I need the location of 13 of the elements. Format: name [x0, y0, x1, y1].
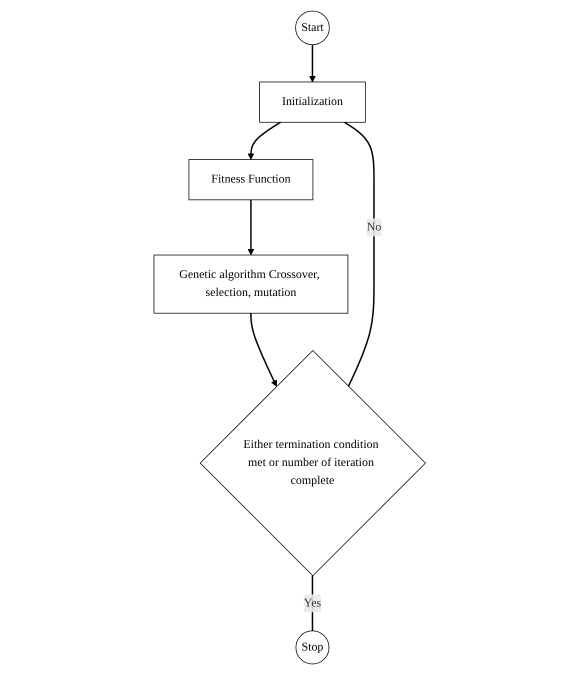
- edge-label: Yes: [304, 596, 322, 610]
- node-box: Genetic algorithm Crossover, selection, mutation: [154, 254, 349, 314]
- node-circle: Stop: [296, 630, 330, 664]
- node-box: Initialization: [260, 82, 366, 123]
- node-circle: Start: [296, 10, 330, 46]
- edge-label: No: [366, 220, 382, 234]
- node-box: Fitness Function: [188, 159, 314, 200]
- arrow: [248, 200, 254, 256]
- connector: [344, 122, 376, 387]
- node-diamond: Either termination condition met or number of iteration complete: [200, 350, 426, 576]
- arrow: [250, 313, 278, 387]
- arrow: [248, 122, 282, 160]
- arrow: [309, 44, 316, 82]
